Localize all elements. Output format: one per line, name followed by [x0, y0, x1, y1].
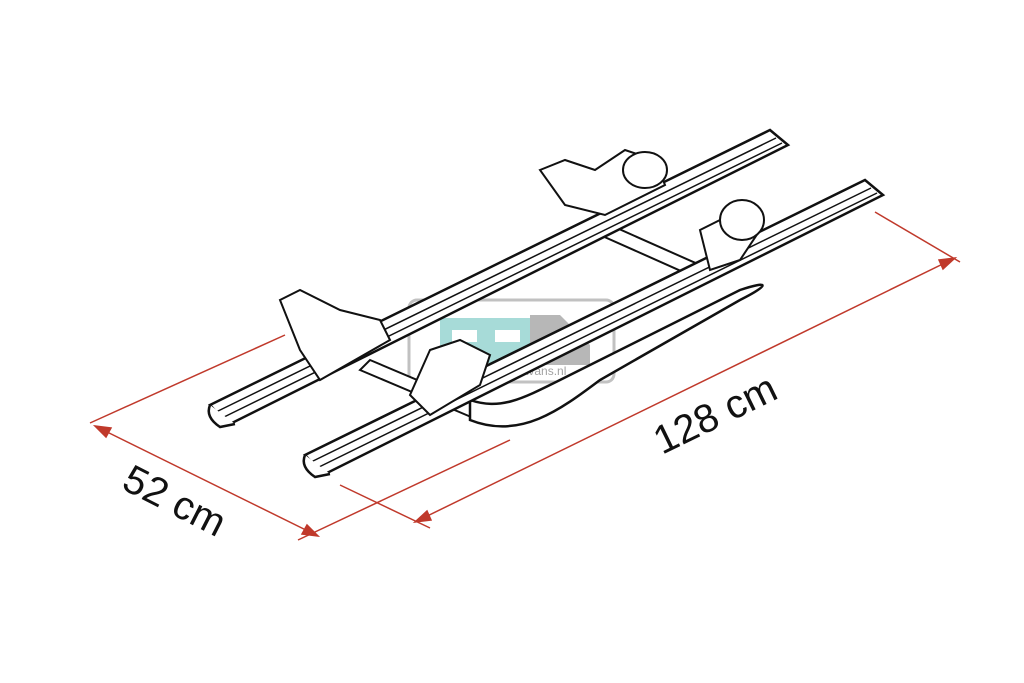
central-tube — [468, 283, 764, 428]
dimension-lines — [89, 211, 961, 541]
width-label: 52 cm — [116, 457, 233, 546]
length-label: 128 cm — [647, 366, 784, 463]
dimension-line-length — [414, 257, 956, 523]
wheel-holders — [278, 148, 765, 417]
dimension-line-width — [94, 425, 319, 537]
